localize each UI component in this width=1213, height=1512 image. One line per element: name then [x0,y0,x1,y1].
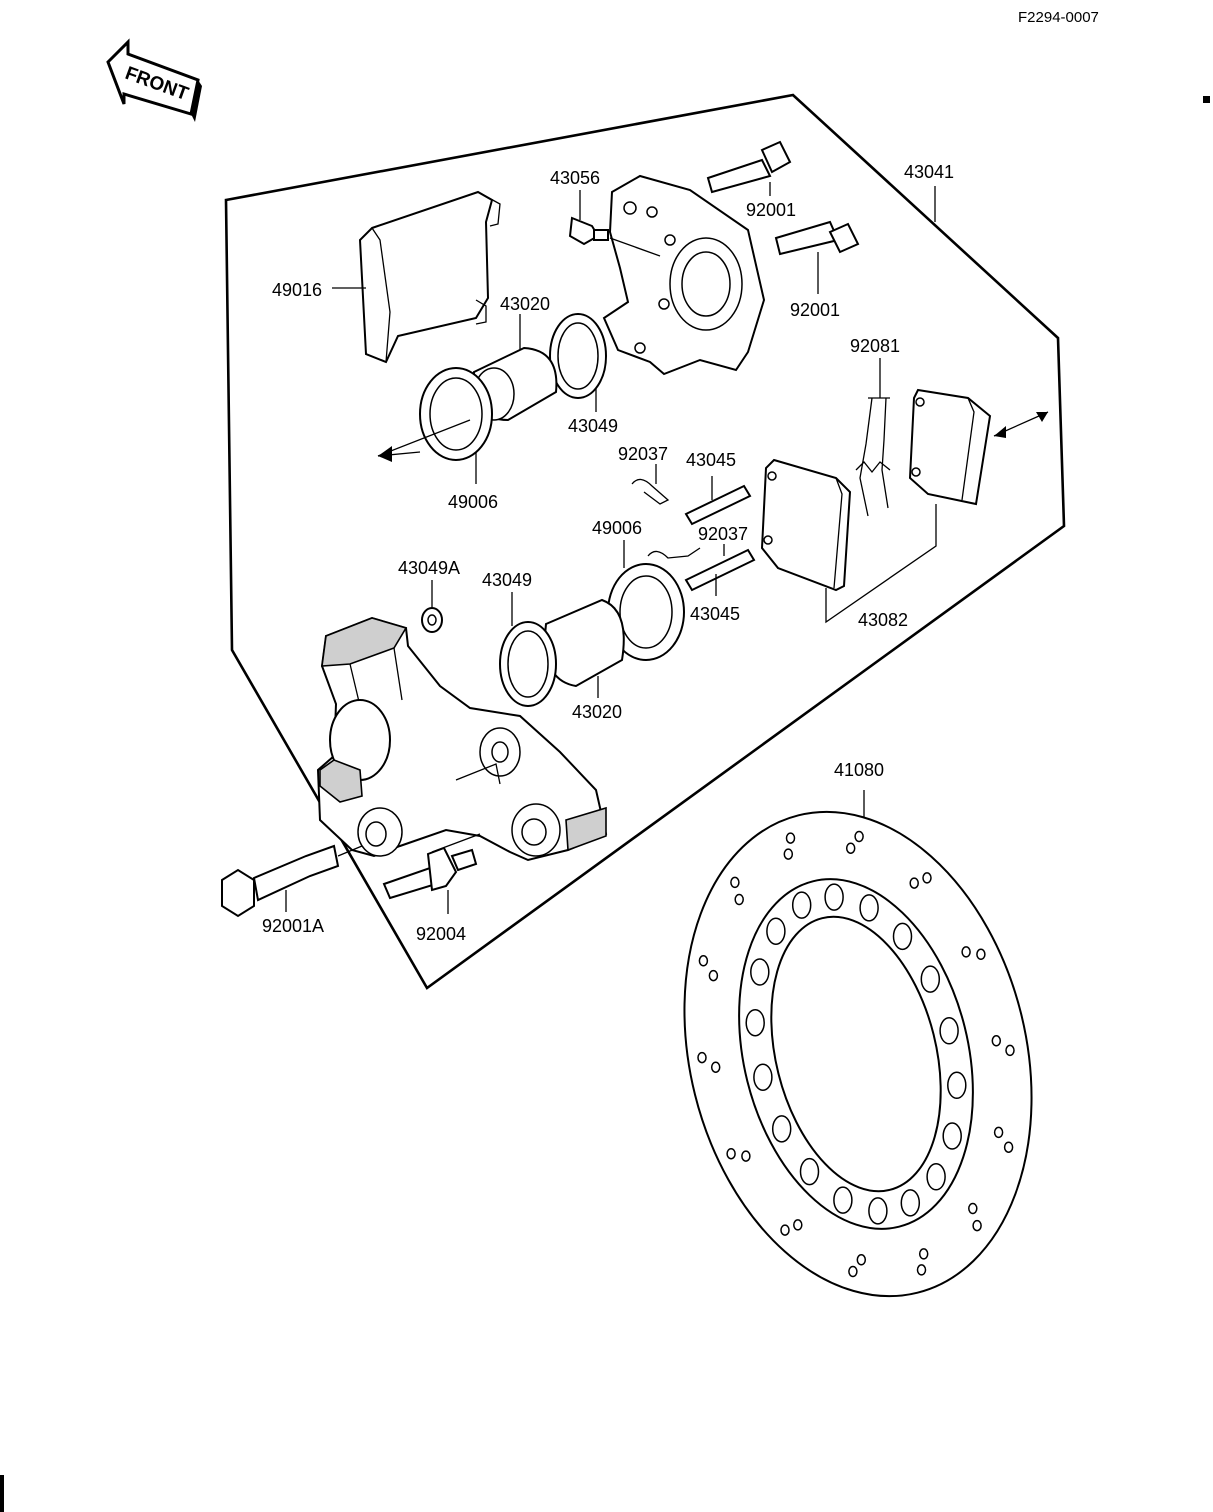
disc-small-hole [976,948,986,961]
label-92081: 92081 [850,336,900,356]
label-43082: 43082 [858,610,908,630]
label-49006-middle: 49006 [592,518,642,538]
disc-large-hole [868,1197,888,1225]
disc-small-hole [783,848,794,860]
disc-small-hole [856,1254,867,1266]
disc-small-hole [780,1224,790,1236]
bolt-92001-upper [706,140,792,196]
label-92001-upper: 92001 [746,200,796,220]
disc-small-hole [916,1264,927,1276]
disc-small-hole [1003,1141,1014,1153]
label-43049A: 43049A [398,558,460,578]
label-43041: 43041 [904,162,954,182]
anti-rattle-spring-92081 [855,358,891,517]
front-arrow-icon: FRONT [106,38,202,122]
disc-large-hole [942,1122,962,1150]
disc-large-hole [939,1017,959,1045]
label-43049-upper: 43049 [568,416,618,436]
disc-large-hole [766,917,786,945]
pin-43045-upper [684,476,752,526]
label-92037-middle: 92037 [698,524,748,544]
seal-ring-43049-middle [499,592,557,707]
bleeder-valve-43056 [568,190,661,257]
label-43056: 43056 [550,168,600,188]
pad-shim-49016 [358,190,501,364]
label-43020-upper: 43020 [500,294,550,314]
brake-pad-middle [760,458,852,592]
upper-caliper-body [602,174,766,376]
dust-boot-49006-middle [607,540,685,661]
disc-small-hole [972,1219,982,1232]
label-43045-upper: 43045 [686,450,736,470]
disc-small-hole [993,1126,1004,1139]
disc-large-hole [900,1189,921,1217]
disc-large-hole [799,1157,820,1186]
washer-43049A [421,580,443,633]
bolt-92001A [221,844,363,918]
disc-small-hole [734,893,744,906]
label-43045-middle: 43045 [690,604,740,624]
disc-small-hole [909,877,919,889]
disc-small-hole [961,946,971,958]
disc-small-hole [730,876,740,889]
disc-large-hole [926,1163,946,1191]
dust-boot-49006-upper [377,367,493,484]
edge-mark [0,1475,4,1512]
seal-ring-43049-upper [549,313,607,399]
disc-small-hole [741,1150,751,1162]
disc-small-hole [726,1147,736,1160]
clip-92037-upper [631,464,670,505]
piston-43020-middle [544,598,625,698]
bolt-92001-lower [774,220,860,294]
disc-large-hole [791,891,812,919]
disc-small-hole [697,1051,707,1064]
disc-small-hole [793,1219,803,1231]
label-92001A: 92001A [262,916,324,936]
disc-large-hole [824,883,844,911]
reference-code: F2294-0007 [1018,9,1099,26]
disc-large-hole [771,1115,792,1143]
disc-large-hole [892,922,913,951]
label-49016: 49016 [272,280,322,300]
disc-large-hole [745,1008,765,1037]
disc-large-hole [920,965,941,993]
disc-large-hole [833,1186,853,1214]
disc-small-hole [918,1248,929,1260]
disc-small-hole [1005,1044,1015,1057]
label-92004: 92004 [416,924,466,944]
leader-43082 [825,504,937,624]
disc-large-hole [750,958,770,986]
stud-92004 [382,833,481,914]
disc-small-hole [845,842,856,854]
brake-disc-41080 [683,790,1033,1298]
label-43049-middle: 43049 [482,570,532,590]
label-41080: 41080 [834,760,884,780]
disc-small-hole [991,1035,1002,1047]
label-92037-upper: 92037 [618,444,668,464]
disc-small-hole [708,969,719,982]
disc-small-hole [922,872,932,884]
corner-mark [1203,96,1210,103]
brake-pad-right [908,388,1049,506]
disc-small-hole [848,1265,858,1278]
lower-caliper-bracket [316,616,608,862]
disc-small-hole [698,955,709,967]
disc-small-hole [785,832,796,844]
disc-small-hole [854,830,864,843]
disc-large-hole [859,894,879,922]
clip-92037-middle [647,544,725,559]
caliper-assembly-outline [224,93,1066,990]
label-49006-upper: 49006 [448,492,498,512]
disc-small-hole [710,1061,721,1073]
pin-43045-middle [684,548,756,596]
disc-large-hole [753,1063,773,1091]
disc-small-hole [968,1202,978,1215]
disc-large-hole [947,1071,967,1100]
label-92001-lower: 92001 [790,300,840,320]
label-43020-middle: 43020 [572,702,622,722]
